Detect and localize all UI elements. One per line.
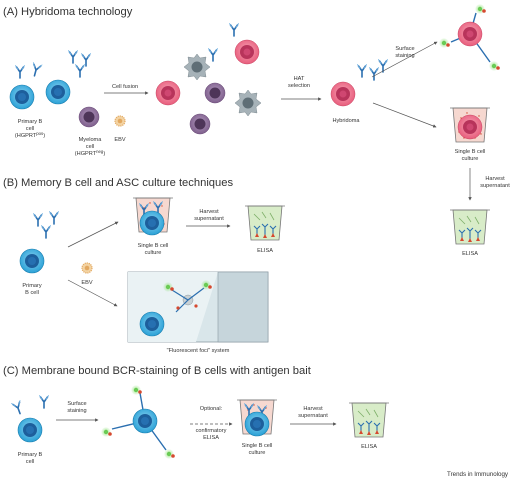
antibody-icon (207, 47, 219, 62)
optional-elisa-label: confirmatory (196, 428, 227, 434)
stained-b-cell (101, 385, 175, 459)
single-b-culture-label-a: culture (462, 156, 479, 162)
myeloma-label: Myeloma (79, 137, 103, 143)
antibody-icon (377, 58, 389, 73)
single-b-culture-label-c: culture (249, 450, 266, 456)
primary-b-cell-label-c: cell (26, 459, 34, 465)
elisa-well-icon (244, 205, 286, 241)
ebv-virus-icon (114, 115, 126, 127)
harvest-label-b: supernatant (194, 216, 224, 222)
arrow-icon (67, 279, 118, 307)
antigen-bait-icon (475, 4, 486, 14)
antigen-bait-icon (439, 38, 450, 48)
antibody-icon (80, 52, 92, 67)
antibody-icon (67, 49, 79, 64)
hybridoma-cell-icon (155, 80, 181, 106)
primary-b-cell-label-b: Primary (22, 283, 41, 289)
elisa-label-a: ELISA (462, 251, 478, 257)
myeloma-label: (HGPRTneg) (75, 149, 106, 157)
antibody-icon (228, 22, 240, 37)
elisa-label-c: ELISA (361, 444, 377, 450)
antigen-bait-icon (164, 449, 175, 459)
surface-staining-label-a: staining (395, 53, 414, 59)
b-cell-icon (9, 84, 35, 110)
arrow-icon (371, 41, 438, 78)
hybridoma-cell-icon (457, 114, 483, 140)
harvest-label-b: Harvest (199, 209, 219, 215)
harvest-label-c: Harvest (303, 406, 323, 412)
b-cell-icon (17, 417, 43, 443)
activated-cell-icon (234, 89, 262, 117)
primary-b-cell-label-c: Primary B (18, 452, 43, 458)
harvest-label-c: supernatant (298, 413, 328, 419)
antibody-icon (48, 210, 60, 225)
antibody-icon (10, 399, 26, 416)
antigen-bait-icon (489, 61, 500, 71)
section-a-title: (A) Hybridoma technology (3, 6, 133, 18)
single-b-culture-label-a: Single B cell (455, 149, 486, 155)
ebv-label-b: EBV (81, 280, 92, 286)
arrow-icon (67, 221, 119, 248)
fluorescent-foci-chamber (127, 271, 269, 343)
myeloma-cell-icon (204, 82, 226, 104)
antibody-icon (29, 61, 43, 78)
hybridoma-cell-icon (457, 21, 483, 47)
primary-b-cell-label-a: Primary B (18, 119, 43, 125)
elisa-well-icon (348, 402, 390, 438)
antigen-bait-icon (101, 427, 112, 437)
optional-elisa-label: Optional: (200, 406, 223, 412)
harvest-label-a: Harvest (485, 176, 505, 182)
primary-b-cell-label-b: B cell (25, 290, 39, 296)
b-cell-icon (139, 210, 165, 236)
primary-b-cell-label-a: cell (26, 126, 34, 132)
b-cell-icon (139, 311, 165, 337)
myeloma-label: cell (86, 144, 94, 150)
hat-selection-label: selection (288, 83, 310, 89)
myeloma-cell-icon (78, 106, 100, 128)
antibody-icon (32, 212, 44, 227)
primary-b-cell-label-a: (HGPRTpos) (15, 131, 45, 139)
antibody-icon (368, 66, 380, 81)
optional-elisa-label: ELISA (203, 435, 219, 441)
fluorescent-foci-label: "Fluorescent foci" system (167, 348, 230, 354)
single-b-culture-label-b: culture (145, 250, 162, 256)
surface-staining-label-a: Surface (395, 46, 414, 52)
fusion-products (155, 22, 262, 135)
ebv-label-a: EBV (114, 137, 125, 143)
section-c-title: (C) Membrane bound BCR-staining of B cel… (3, 365, 312, 377)
b-cell-icon (45, 79, 71, 105)
hat-selection-label: HAT (294, 76, 305, 82)
stained-hybridoma (439, 4, 500, 71)
hybridoma-label: Hybridoma (332, 118, 360, 124)
cell-fusion-label: Cell fusion (112, 84, 138, 90)
antibody-icon (38, 394, 50, 409)
hybridoma-cell-icon (330, 81, 356, 107)
surface-staining-label-c: staining (67, 408, 86, 414)
b-cell-icon (244, 411, 270, 437)
harvest-label-a: supernatant (480, 183, 510, 189)
arrow-icon (372, 102, 437, 128)
activated-cell-icon (183, 53, 211, 81)
journal-credit: Trends in Immunology (447, 471, 509, 478)
elisa-well-icon (449, 209, 491, 245)
b-cell-icon (19, 248, 45, 274)
hybridoma-cell-icon (234, 39, 260, 65)
antibody-icon (40, 224, 52, 239)
single-b-culture-label-b: Single B cell (138, 243, 169, 249)
antibody-icon (14, 64, 26, 79)
elisa-label-b: ELISA (257, 248, 273, 254)
section-b-title: (B) Memory B cell and ASC culture techni… (3, 177, 233, 189)
single-b-culture-label-c: Single B cell (242, 443, 273, 449)
antibody-icon (74, 63, 86, 78)
myeloma-cell-icon (189, 113, 211, 135)
ebv-virus-icon (81, 262, 93, 274)
primary-b-cells-a (9, 49, 92, 110)
antibody-icon (356, 63, 368, 78)
antigen-bait-icon (131, 385, 142, 395)
surface-staining-label-c: Surface (67, 401, 86, 407)
b-cell-icon (132, 408, 158, 434)
